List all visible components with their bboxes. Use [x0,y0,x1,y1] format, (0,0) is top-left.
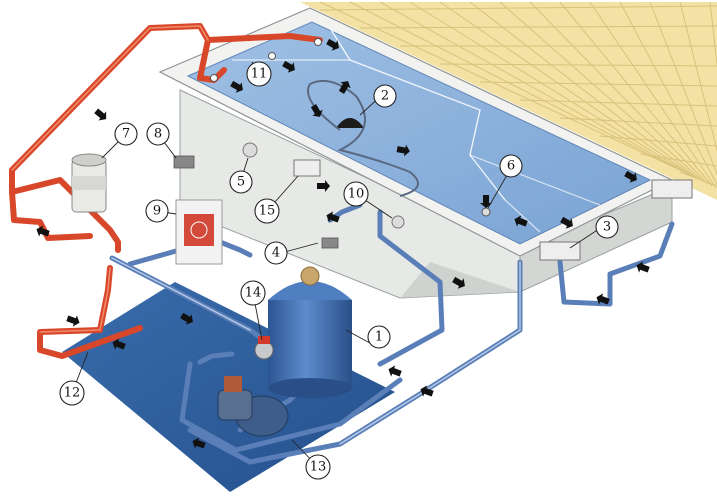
control-box-8 [173,155,195,169]
callout-5: 5 [229,170,253,194]
callout-12: 12 [59,380,85,406]
callout-12-label: 12 [64,386,81,401]
floor-drain-6 [481,207,491,217]
circulation-pump [217,376,289,437]
callout-14-label: 14 [245,286,262,301]
flow-arrow [230,80,243,93]
deck-tile-line [559,1,713,187]
deck-tile-line [559,117,717,127]
flow-arrow [36,225,50,237]
deck-tile-line [409,1,693,177]
flow-arrow [396,144,410,157]
flow-arrow [624,170,637,183]
callout-1: 1 [367,325,391,349]
callout-11-label: 11 [251,67,268,82]
callout-6: 6 [499,154,523,178]
flow-arrow [192,437,206,449]
callout-10: 10 [343,181,369,207]
callout-9: 9 [145,199,169,223]
deck-tile-line [599,135,717,147]
chlorinator [71,153,107,213]
fitting-4-box [321,237,339,249]
return-nozzles [210,38,322,82]
flow-arrows [36,38,650,449]
flow-arrow [326,211,340,223]
callout-13-label: 13 [310,460,327,475]
callout-5-label: 5 [237,175,245,190]
callout-3-label: 3 [603,220,611,235]
deck-tile-line [619,1,717,186]
deck-tile-line [349,1,685,173]
callout-2: 2 [373,84,397,108]
callout-1-label: 1 [375,330,383,345]
flow-arrow [420,385,434,397]
deck-tile-line [529,1,709,185]
callout-9-label: 9 [153,204,161,219]
deck-tile-line [439,1,697,179]
flow-arrow [514,215,528,227]
flow-arrow [560,216,573,229]
electrical-panel [175,199,223,265]
deck-tile-line [709,1,717,69]
deck-tile-line [589,1,717,189]
deck-tile-line [639,153,717,167]
callout-7: 7 [114,122,138,146]
callout-3: 3 [595,215,619,239]
skimmer-units [293,159,693,261]
callout-10-label: 10 [348,187,365,202]
callout-14: 14 [240,280,266,306]
deck-tile-line [379,1,689,175]
flow-arrow [480,195,492,208]
flow-arrow [282,60,295,73]
callout-8-label: 8 [154,127,162,142]
callout-8: 8 [146,122,170,146]
flow-arrow [388,365,402,377]
multiport-valve [254,336,274,360]
callout-15-label: 15 [259,204,276,219]
flow-arrow [310,104,323,117]
deck-tile-line [469,1,701,181]
flow-arrow [66,315,80,327]
deck-tile-line [479,81,717,87]
flow-arrow [338,81,351,94]
deck-tile-line [319,1,681,171]
deck-tile-line [319,5,717,11]
deck-tile-line [679,1,717,153]
flow-arrow [112,338,126,350]
deck-tile-line [359,25,717,29]
sand-filter-tank [268,266,352,398]
pool-deck-tiles [300,1,717,200]
callout-13: 13 [305,454,331,480]
deck-tile-line [649,1,717,176]
deck-tile-line [499,1,705,183]
wall-fitting-10 [391,215,405,229]
flow-arrow [94,108,107,121]
flow-arrow [180,312,193,325]
callout-15: 15 [254,198,280,224]
callout-11: 11 [246,61,272,87]
flow-arrow [596,293,610,305]
callout-2-label: 2 [381,89,389,104]
deck-tile-line [439,63,717,67]
deck-tile-line [679,171,717,187]
flow-arrow [326,38,339,51]
return-inlet-5 [242,142,258,158]
callout-6-label: 6 [507,159,515,174]
flow-arrow [317,180,330,192]
callout-4-label: 4 [272,246,280,261]
return-pipes [9,23,323,359]
flow-arrow [636,261,650,273]
callout-7-label: 7 [122,127,130,142]
deck-tile-line [519,99,717,107]
pool-cleaner [307,80,419,197]
flow-arrow [452,276,465,289]
callout-4: 4 [264,241,288,265]
